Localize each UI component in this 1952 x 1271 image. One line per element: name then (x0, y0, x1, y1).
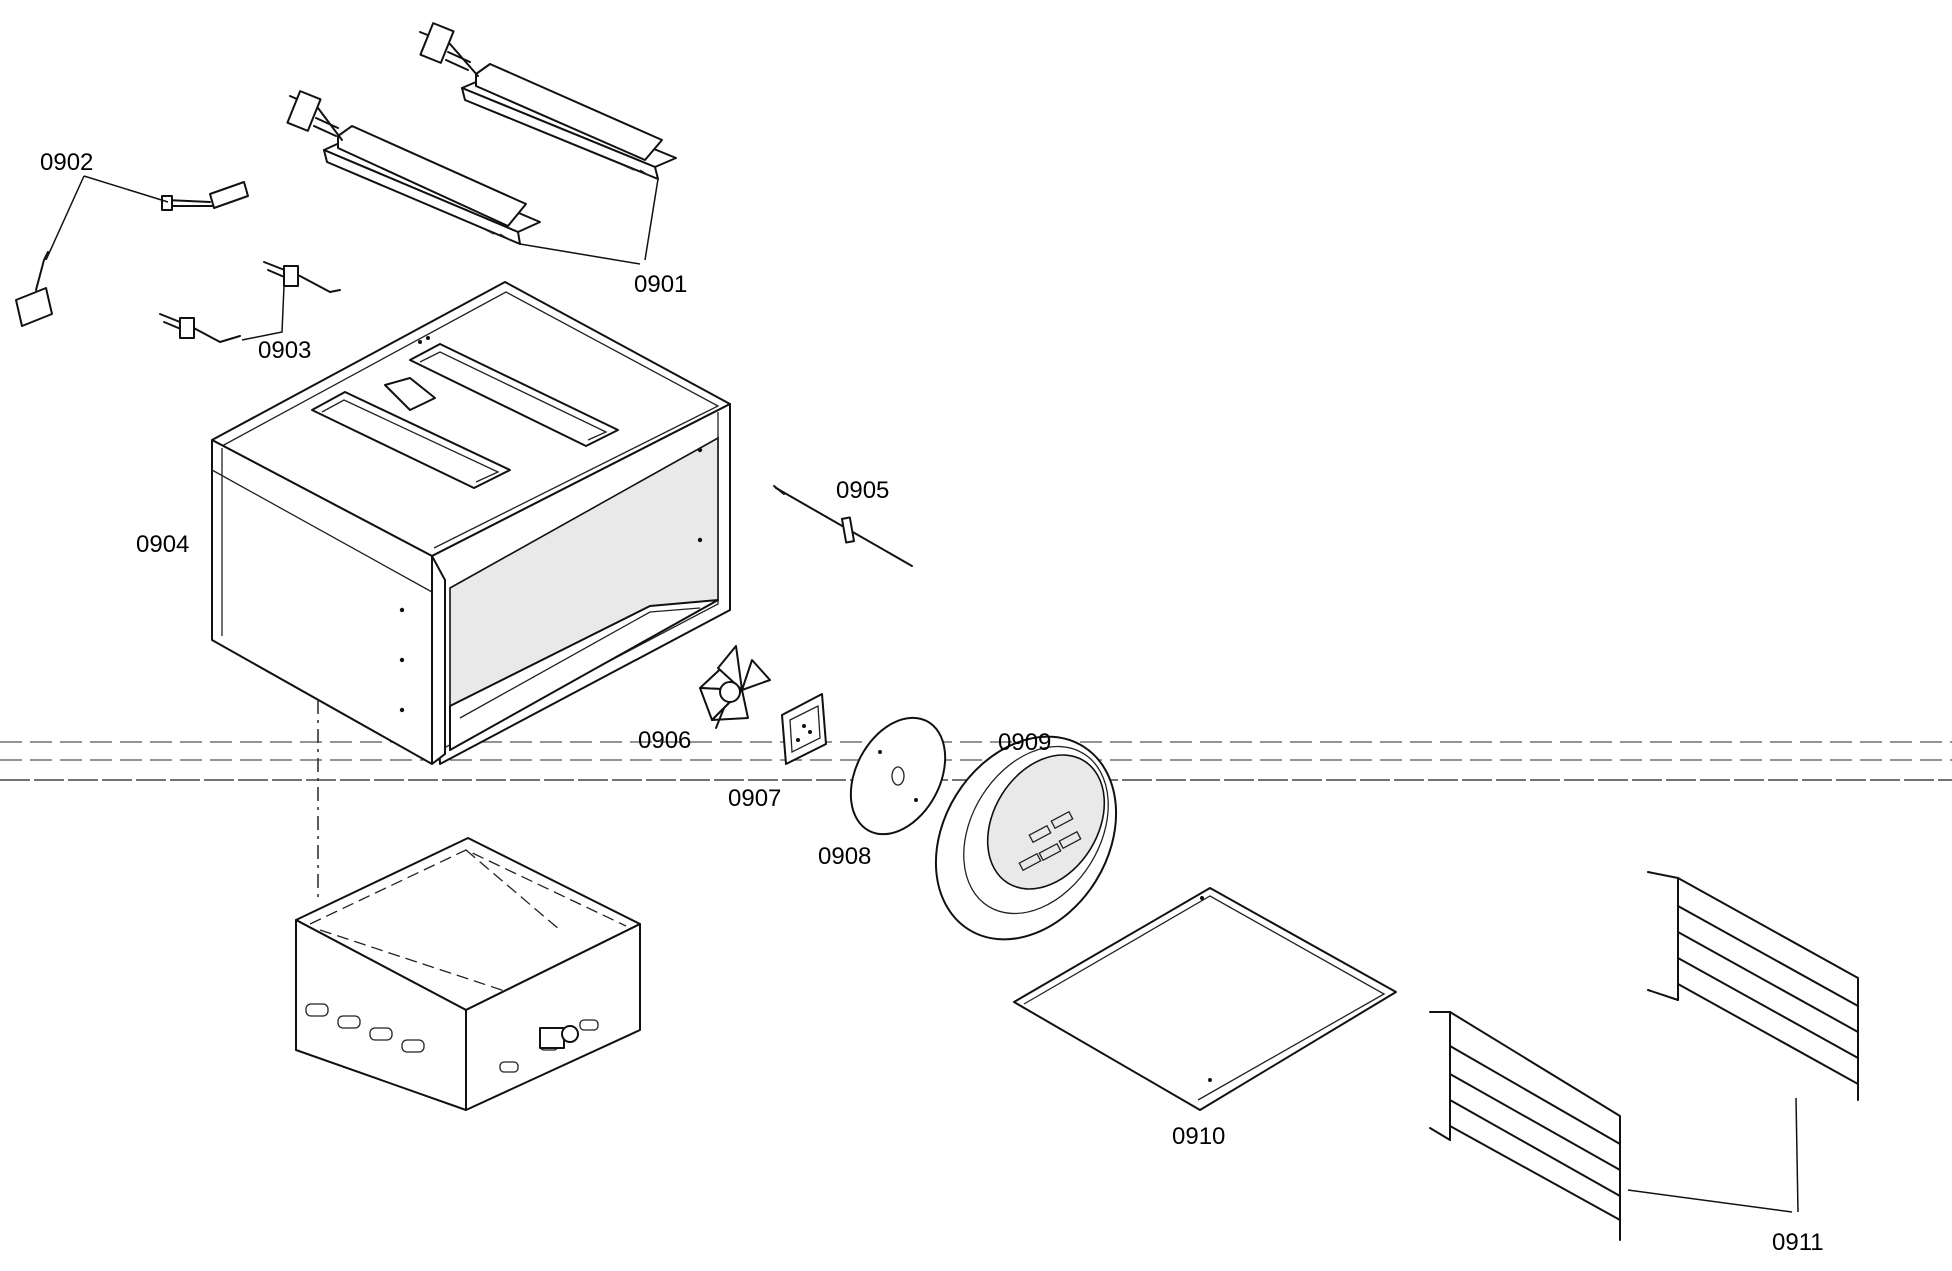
part-0911-rack-guides[interactable] (1429, 871, 1859, 1241)
label-0907: 0907 (728, 785, 781, 812)
part-0904-oven-cavity[interactable] (211, 281, 731, 765)
label-0909: 0909 (998, 729, 1051, 756)
label-0901: 0901 (634, 271, 687, 298)
part-0905-probe[interactable] (773, 485, 913, 567)
rack-guide-right (1647, 871, 1859, 1101)
part-0908-disc[interactable] (832, 702, 964, 851)
part-0903-probes[interactable] (159, 261, 341, 343)
label-0910: 0910 (1172, 1123, 1225, 1150)
part-0910-floor-panel[interactable] (1013, 887, 1397, 1111)
rack-guide-left (1429, 1011, 1621, 1241)
heating-element-lower (286, 90, 541, 245)
cover-vents (1018, 810, 1082, 872)
heating-element-upper (419, 22, 677, 180)
base-housing (295, 837, 641, 1111)
label-0905: 0905 (836, 477, 889, 504)
label-0906: 0906 (638, 727, 691, 754)
label-0911: 0911 (1772, 1229, 1824, 1256)
part-0907-motor-plate[interactable] (781, 693, 827, 765)
part-0902-sensors[interactable] (15, 175, 249, 327)
label-0903: 0903 (258, 337, 311, 364)
label-0908: 0908 (818, 843, 871, 870)
part-labels: 0901 0902 0903 0904 0905 0906 0907 0908 … (40, 149, 1824, 1256)
label-0904: 0904 (136, 531, 189, 558)
label-0902: 0902 (40, 149, 93, 176)
part-0909-fan-cover[interactable] (899, 703, 1153, 973)
part-0901-heating-elements[interactable] (286, 22, 677, 265)
part-0906-fan[interactable] (699, 645, 771, 729)
